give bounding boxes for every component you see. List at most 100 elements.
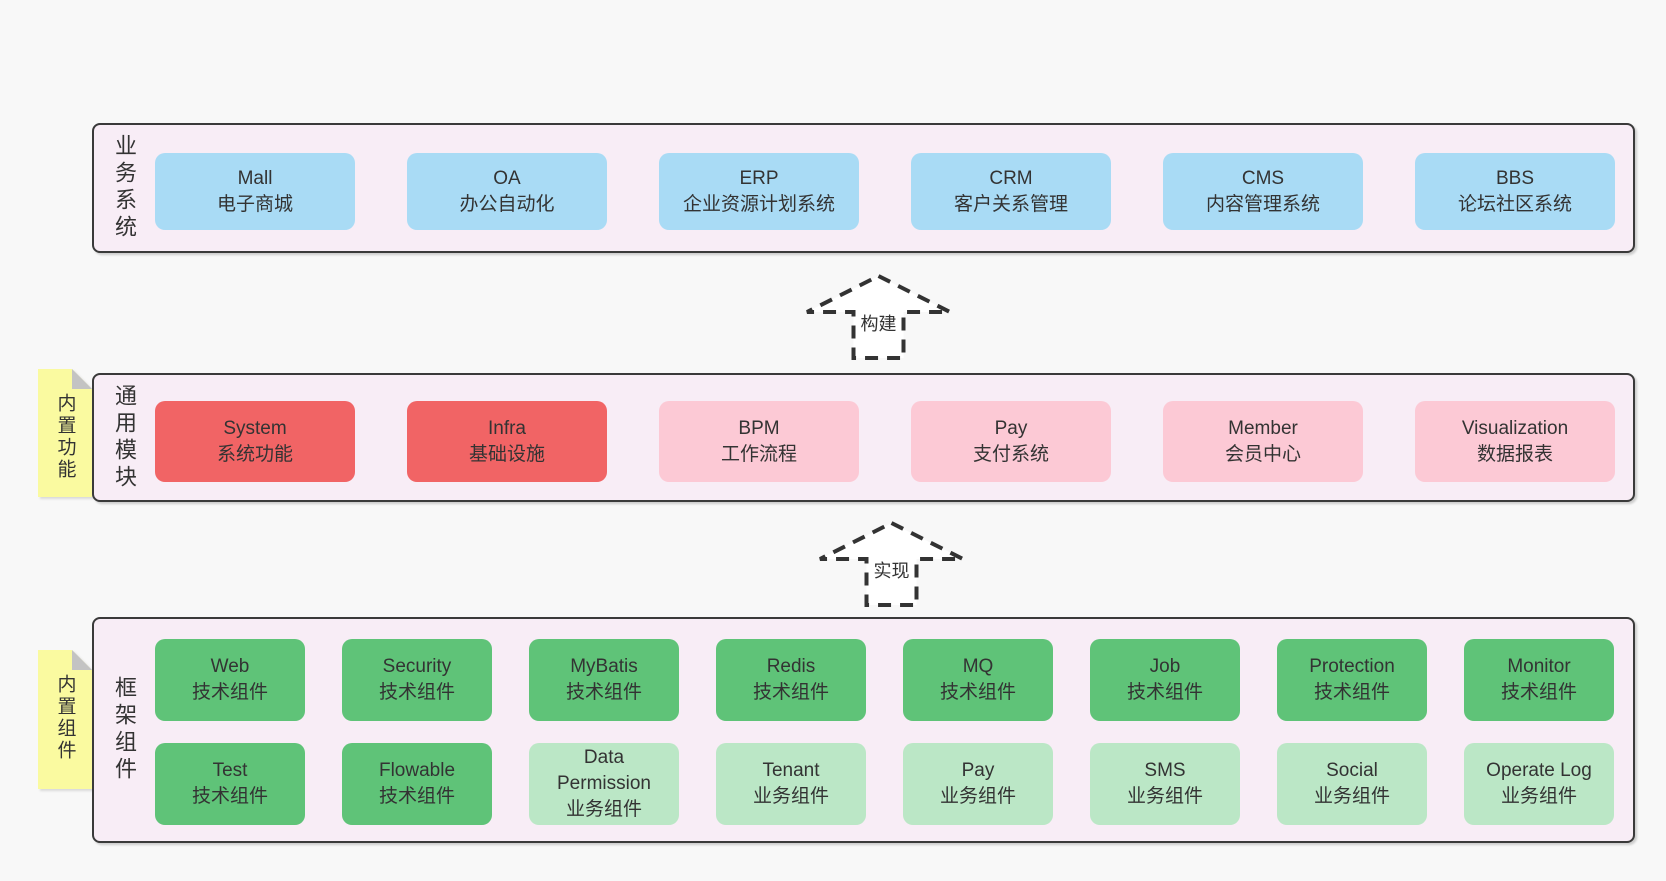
box-title: Monitor — [1507, 656, 1571, 677]
box-subtitle: 办公自动化 — [459, 193, 555, 215]
box-title: Test — [212, 760, 248, 781]
build-arrow-label: 构建 — [857, 310, 900, 336]
box-mq: MQ 技术组件 — [903, 639, 1053, 721]
component-boxes-row-2: Test 技术组件 Flowable 技术组件 Data Permission … — [155, 743, 1614, 825]
box-title: CRM — [989, 167, 1033, 189]
implement-arrow: 实现 — [819, 520, 964, 607]
sticky-paper — [38, 369, 92, 497]
box-flowable: Flowable 技术组件 — [342, 743, 492, 825]
box-infra: Infra 基础设施 — [407, 401, 607, 482]
box-title: Protection — [1309, 656, 1395, 677]
box-title: MQ — [962, 656, 994, 677]
box-subtitle: 客户关系管理 — [953, 193, 1068, 215]
box-subtitle: 技术组件 — [1500, 682, 1577, 703]
box-subtitle: 系统功能 — [216, 443, 293, 465]
common-modules-band: 通用模块 System 系统功能 Infra 基础设施 BPM 工作流程 Pay… — [92, 373, 1635, 502]
box-title: ERP — [739, 167, 779, 189]
box-protection: Protection 技术组件 — [1277, 639, 1427, 721]
folded-corner — [72, 369, 92, 389]
box-subtitle: 技术组件 — [1126, 682, 1203, 703]
box-title: Member — [1228, 417, 1298, 439]
box-pay: Pay 支付系统 — [911, 401, 1111, 482]
box-sms: SMS 业务组件 — [1090, 743, 1240, 825]
builtin-components-note: 内置组件 — [38, 650, 92, 789]
module-boxes-row: System 系统功能 Infra 基础设施 BPM 工作流程 Pay 支付系统… — [155, 401, 1615, 482]
box-subtitle: 企业资源计划系统 — [682, 193, 835, 215]
box-title: Flowable — [378, 760, 456, 781]
box-social: Social 业务组件 — [1277, 743, 1427, 825]
box-tenant: Tenant 业务组件 — [716, 743, 866, 825]
box-operate-log: Operate Log 业务组件 — [1464, 743, 1614, 825]
box-subtitle: 基础设施 — [468, 443, 545, 465]
box-title: SMS — [1144, 760, 1186, 781]
box-subtitle: 技术组件 — [565, 682, 642, 703]
box-title: Operate Log — [1486, 760, 1592, 781]
box-mybatis: MyBatis 技术组件 — [529, 639, 679, 721]
component-boxes-row-1: Web 技术组件 Security 技术组件 MyBatis 技术组件 Redi… — [155, 639, 1614, 721]
business-boxes-row: Mall 电子商城 OA 办公自动化 ERP 企业资源计划系统 CRM 客户关系… — [155, 153, 1615, 230]
box-subtitle: 支付系统 — [972, 443, 1049, 465]
box-bpm: BPM 工作流程 — [659, 401, 859, 482]
box-title: BPM — [738, 417, 780, 439]
box-subtitle: 技术组件 — [191, 786, 268, 807]
box-subtitle: 技术组件 — [378, 682, 455, 703]
box-member: Member 会员中心 — [1163, 401, 1363, 482]
box-redis: Redis 技术组件 — [716, 639, 866, 721]
box-title: Pay — [961, 760, 995, 781]
box-subtitle: 业务组件 — [565, 799, 642, 820]
box-cms: CMS 内容管理系统 — [1163, 153, 1363, 230]
box-title: OA — [493, 167, 521, 189]
box-subtitle: 业务组件 — [939, 786, 1016, 807]
box-monitor: Monitor 技术组件 — [1464, 639, 1614, 721]
box-subtitle: 技术组件 — [378, 786, 455, 807]
band-label-business: 业务系统 — [112, 134, 137, 242]
builtin-components-label: 内置组件 — [54, 674, 76, 762]
box-subtitle: 技术组件 — [191, 682, 268, 703]
box-title: BBS — [1495, 167, 1535, 189]
box-subtitle: 数据报表 — [1476, 443, 1553, 465]
box-title: MyBatis — [570, 656, 638, 677]
box-subtitle: 技术组件 — [752, 682, 829, 703]
box-title: Social — [1326, 760, 1378, 781]
box-test: Test 技术组件 — [155, 743, 305, 825]
box-title: Infra — [487, 417, 527, 439]
box-title: Data Permission — [557, 747, 651, 794]
box-title: CMS — [1241, 167, 1285, 189]
box-data-permission: Data Permission 业务组件 — [529, 743, 679, 825]
box-web: Web 技术组件 — [155, 639, 305, 721]
framework-components-band: 框架组件 Web 技术组件 Security 技术组件 MyBatis 技术组件… — [92, 617, 1635, 843]
box-title: Pay — [994, 417, 1028, 439]
box-mall: Mall 电子商城 — [155, 153, 355, 230]
box-subtitle: 技术组件 — [939, 682, 1016, 703]
builtin-features-note: 内置功能 — [38, 369, 92, 497]
folded-corner — [72, 650, 92, 670]
box-title: Mall — [237, 167, 273, 189]
box-subtitle: 论坛社区系统 — [1457, 193, 1572, 215]
band-label-modules: 通用模块 — [112, 383, 137, 492]
box-subtitle: 业务组件 — [1313, 786, 1390, 807]
box-subtitle: 业务组件 — [1126, 786, 1203, 807]
box-job: Job 技术组件 — [1090, 639, 1240, 721]
builtin-features-label: 内置功能 — [54, 393, 76, 481]
box-title: Job — [1149, 656, 1181, 677]
box-crm: CRM 客户关系管理 — [911, 153, 1111, 230]
box-title: Security — [382, 656, 452, 677]
box-subtitle: 业务组件 — [1500, 786, 1577, 807]
box-pay-component: Pay 业务组件 — [903, 743, 1053, 825]
box-oa: OA 办公自动化 — [407, 153, 607, 230]
implement-arrow-label: 实现 — [870, 557, 913, 583]
box-erp: ERP 企业资源计划系统 — [659, 153, 859, 230]
box-title: Web — [210, 656, 250, 677]
box-security: Security 技术组件 — [342, 639, 492, 721]
box-title: System — [223, 417, 287, 439]
box-bbs: BBS 论坛社区系统 — [1415, 153, 1615, 230]
build-arrow: 构建 — [806, 273, 951, 360]
box-subtitle: 工作流程 — [720, 443, 797, 465]
sticky-paper — [38, 650, 92, 789]
box-title: Redis — [766, 656, 816, 677]
band-label-components: 框架组件 — [112, 676, 137, 784]
box-title: Tenant — [762, 760, 820, 781]
box-subtitle: 业务组件 — [752, 786, 829, 807]
box-subtitle: 内容管理系统 — [1205, 193, 1320, 215]
